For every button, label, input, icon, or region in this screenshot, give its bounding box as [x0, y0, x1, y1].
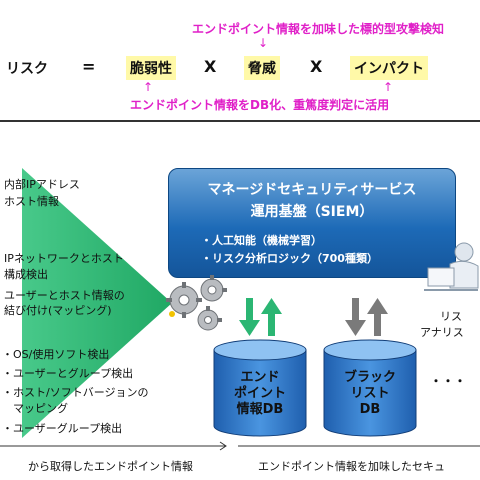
- left-item: IPネットワークとホスト: [4, 252, 124, 265]
- analyst-label-line2: アナリス: [420, 326, 464, 339]
- left-item: ・ユーザーグループ検出: [2, 422, 123, 435]
- db2-line3: DB: [359, 402, 381, 417]
- siem-title-line2: 運用基盤（SIEM）: [250, 204, 374, 220]
- bottom-divider-arrows: [0, 441, 480, 451]
- formula-top-note: エンドポイント情報を加味した標的型攻撃検知: [192, 22, 445, 36]
- siem-item-logic: ・リスク分析ロジック（700種類）: [201, 252, 378, 265]
- times-sign-1: X: [204, 57, 217, 76]
- siem-platform-box: マネージドセキュリティサービス 運用基盤（SIEM） ・人工知能（機械学習） ・…: [168, 168, 456, 278]
- db2-line2: リスト: [350, 386, 390, 401]
- green-flow-arrow: [22, 168, 172, 438]
- gears-icon: [166, 275, 227, 331]
- left-item: 内部IPアドレス: [4, 178, 80, 191]
- arrow-up-icon: ↑: [383, 80, 394, 94]
- db1-line3: 情報DB: [236, 402, 284, 417]
- db1-line1: エンド: [240, 370, 280, 385]
- bottom-left-caption: から取得したエンドポイント情報: [28, 460, 193, 473]
- left-item: 構成検出: [4, 268, 48, 281]
- blacklist-db-cylinder: [323, 339, 417, 437]
- arrow-up-icon: ↑: [143, 80, 154, 94]
- left-item: ・OS/使用ソフト検出: [2, 348, 110, 361]
- left-item: ・ユーザーとグループ検出: [2, 367, 134, 380]
- left-item: 結び付け(マッピング): [4, 304, 112, 317]
- analyst-label-line1: リス: [440, 310, 462, 323]
- left-item: ユーザーとホスト情報の: [4, 289, 125, 302]
- equals-sign: =: [82, 57, 96, 76]
- siem-title-line1: マネージドセキュリティサービス: [207, 182, 417, 198]
- db1-line2: ポイント: [233, 386, 286, 401]
- arrow-down-icon: ↓: [258, 36, 269, 50]
- bottom-right-caption: エンドポイント情報を加味したセキュ: [258, 460, 445, 473]
- more-dbs-ellipsis: ・・・: [430, 374, 467, 388]
- sync-arrows-green-icon: [239, 298, 282, 336]
- db2-line1: ブラック: [343, 370, 396, 385]
- left-item: ホスト情報: [4, 195, 59, 208]
- risk-label: リスク: [6, 61, 48, 77]
- endpoint-db-cylinder: [213, 339, 307, 437]
- formula-bottom-note: エンドポイント情報をDB化、重篤度判定に活用: [130, 98, 390, 112]
- analyst-person-icon: [424, 242, 479, 291]
- times-sign-2: X: [310, 57, 323, 76]
- term-threat: 脅威: [244, 56, 280, 80]
- left-item: ・ホスト/ソフトバージョンの: [2, 386, 149, 399]
- term-impact: インパクト: [350, 56, 428, 80]
- sync-arrows-gray-icon: [345, 298, 388, 336]
- siem-item-ai: ・人工知能（機械学習）: [201, 234, 322, 247]
- term-vulnerability: 脆弱性: [126, 56, 176, 80]
- left-item: マッピング: [2, 402, 68, 415]
